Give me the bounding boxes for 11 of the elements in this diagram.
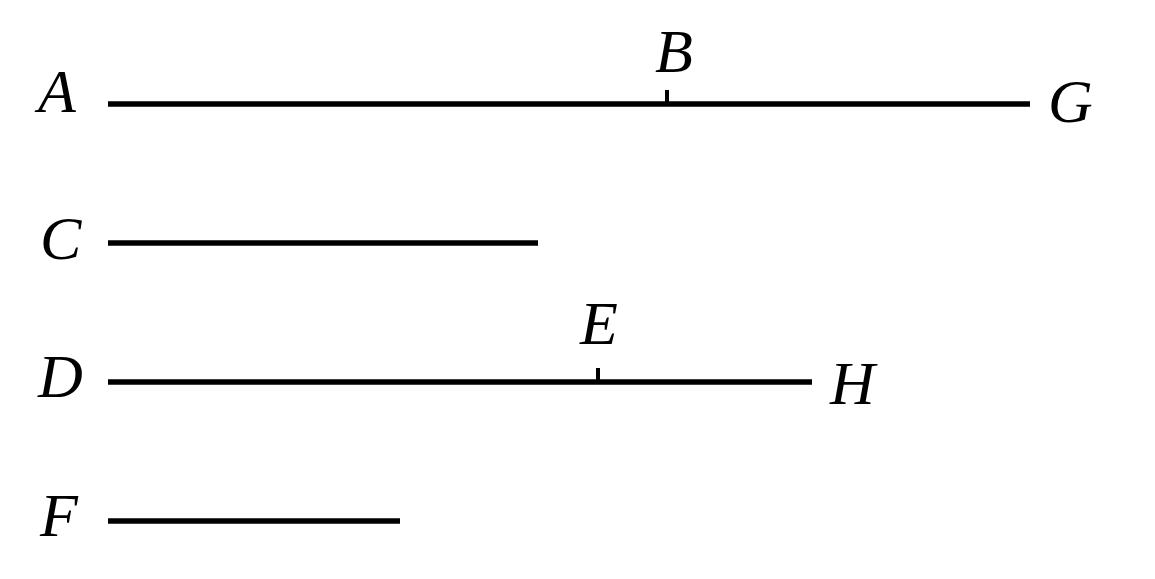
point-label: E — [580, 292, 618, 354]
point-label: B — [655, 20, 693, 82]
line-segment — [108, 379, 812, 385]
line-segment — [108, 101, 1030, 107]
line-segment — [108, 518, 400, 524]
point-label: D — [38, 345, 108, 407]
point-label: C — [40, 207, 108, 269]
point-label: G — [1030, 70, 1110, 132]
point-label: F — [40, 484, 108, 546]
line-segment — [108, 240, 538, 246]
point-label: H — [812, 352, 892, 414]
